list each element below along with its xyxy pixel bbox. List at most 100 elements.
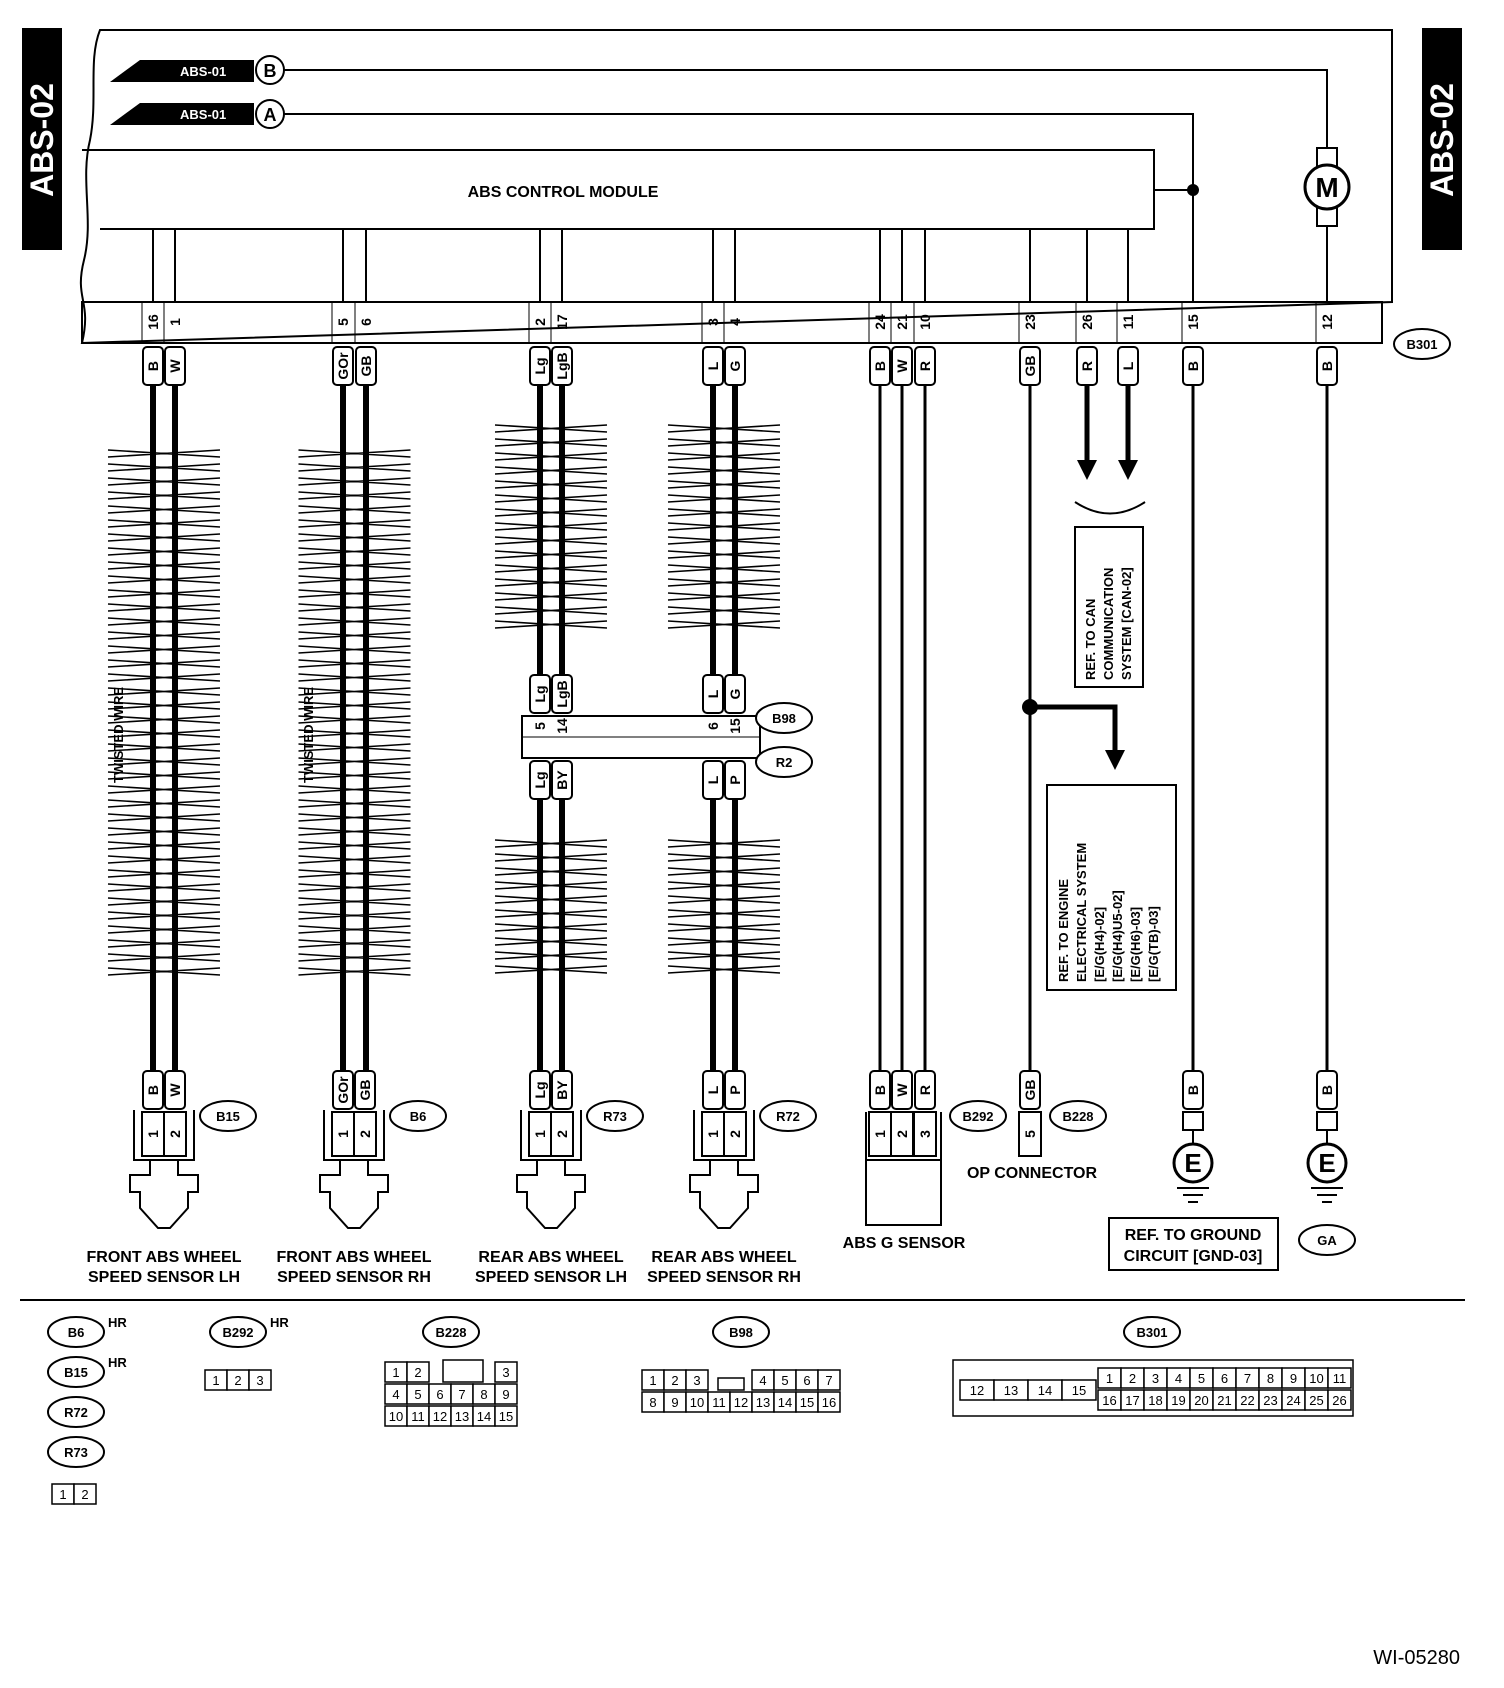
g-sensor-pin-number: 3 <box>917 1130 933 1138</box>
ground-lug <box>1182 1111 1204 1131</box>
legend-b301-pin-number: 9 <box>1290 1371 1297 1386</box>
r2-tag: R2 <box>755 746 813 778</box>
legend-b292-pin-number: 2 <box>234 1373 241 1388</box>
op-pin-number: 5 <box>1022 1130 1038 1138</box>
legend-b98-pin-number: 11 <box>712 1395 726 1410</box>
legend-b228-pin-number: 2 <box>414 1365 421 1380</box>
b301-pin-number: 21 <box>894 314 910 330</box>
op-connector-name: OP CONNECTOR <box>967 1165 1098 1182</box>
b301-pin-number: 4 <box>727 318 743 326</box>
legend-b301-pin <box>1327 1389 1352 1411</box>
legend-b301-pin-number: 26 <box>1332 1393 1346 1408</box>
sensor-pin-number: 2 <box>167 1130 183 1138</box>
sensor-wire-color-box <box>164 1070 186 1110</box>
intermediate-color-tag-box <box>702 760 724 800</box>
legend-b98-pin-number: 5 <box>781 1373 788 1388</box>
wire-color-tag: G <box>727 360 743 371</box>
legend-b228-pin-number: 12 <box>433 1409 447 1424</box>
intermediate-color-tag: LgB <box>554 680 570 707</box>
sensor-pin-cell <box>550 1111 574 1157</box>
figure-id: WI-05280 <box>1373 1647 1460 1669</box>
op-wire-color-box <box>1019 1070 1041 1110</box>
legend-b301-pin <box>1327 1367 1352 1389</box>
hr-note: HR <box>270 1315 289 1330</box>
svg-text:CIRCUIT [GND-03]: CIRCUIT [GND-03] <box>1124 1248 1263 1265</box>
intermediate-color-tag: BY <box>554 770 570 790</box>
sensor-name: REAR ABS WHEEL <box>478 1249 623 1266</box>
b301-pin-number: 23 <box>1022 314 1038 330</box>
g-sensor-name: ABS G SENSOR <box>843 1235 966 1252</box>
motor-symbol: M <box>1303 147 1351 227</box>
wire-color-tag-box <box>1019 346 1041 386</box>
b301-pin-number: 1 <box>167 318 183 326</box>
sensor-pin-number: 1 <box>532 1130 548 1138</box>
wire-color-tag-box <box>1117 346 1139 386</box>
can-reference: REF. TO CAN COMMUNICATION SYSTEM [CAN-02… <box>1074 501 1146 688</box>
intermediate-color-tag: G <box>727 688 743 699</box>
sensor-wire-color-box <box>702 1070 724 1110</box>
sensor-wire-color: L <box>705 1085 721 1094</box>
wire-color-tag: W <box>167 359 183 373</box>
wire-color-tag: Lg <box>532 357 548 374</box>
legend-b228-pin-number: 7 <box>458 1387 465 1402</box>
legend-b301-pin-number: 7 <box>1244 1371 1251 1386</box>
sensor-wire-color: BY <box>554 1080 570 1100</box>
svg-text:REF. TO CAN: REF. TO CAN <box>1083 599 1098 680</box>
legend-b98-pin-number: 6 <box>803 1373 810 1388</box>
legend-b228-pin-number: 15 <box>499 1409 513 1424</box>
ground-wire-color-box <box>1182 1070 1204 1110</box>
wire-color-tag-box <box>164 346 186 386</box>
sensor-wire-color: B <box>145 1085 161 1095</box>
intermediate-color-tag-box <box>529 674 551 714</box>
legend-b98-pin-number: 1 <box>649 1373 656 1388</box>
legend-b301-pin-number: 12 <box>970 1383 984 1398</box>
sensor-connector-tag <box>199 1100 257 1132</box>
b301-pin-number: 17 <box>554 314 570 330</box>
legend-b228-key <box>442 1359 484 1383</box>
legend-connector-tag <box>47 1436 105 1468</box>
g-sensor-connector-id: B292 <box>962 1109 993 1124</box>
sensor-pin-number: 2 <box>554 1130 570 1138</box>
legend-b301-pin-number: 24 <box>1286 1393 1300 1408</box>
g-sensor-body <box>865 1159 942 1226</box>
sensor-wire-color-box <box>551 1070 573 1110</box>
intermediate-color-tag: Lg <box>532 685 548 702</box>
legend-b301-pin-number: 1 <box>1106 1371 1113 1386</box>
ga-ground-tag: GA <box>1298 1224 1356 1256</box>
intermediate-pin-number: 5 <box>532 722 548 730</box>
legend-small-pin <box>73 1483 97 1505</box>
intermediate-pin-number: 14 <box>554 718 570 734</box>
legend-b98-key <box>717 1377 745 1391</box>
legend-b292-tag <box>209 1316 267 1348</box>
legend-b228-pin-number: 5 <box>414 1387 421 1402</box>
ground-lug <box>1316 1111 1338 1131</box>
legend-b301-pin-number: 16 <box>1102 1393 1116 1408</box>
wire-color-tag: B <box>1319 361 1335 371</box>
sensor-wire-color-box <box>724 1070 746 1110</box>
legend-b301-pin-number: 15 <box>1072 1383 1086 1398</box>
sensor-pin-number: 1 <box>145 1130 161 1138</box>
legend-b98-pin-number: 4 <box>759 1373 766 1388</box>
b301-pin-number: 6 <box>358 318 374 326</box>
wire-color-tag-box <box>332 346 354 386</box>
wire-color-tag-box <box>914 346 936 386</box>
wire-color-tag: GB <box>358 356 374 377</box>
legend-b228-pin-number: 1 <box>392 1365 399 1380</box>
wire-color-tag-box <box>1076 346 1098 386</box>
op-connector-id: B228 <box>1062 1109 1093 1124</box>
sensor-wire-color: P <box>727 1085 743 1094</box>
legend-connector-tag-label: B6 <box>68 1325 85 1340</box>
twisted-wire-label: TWISTED WIRE <box>111 687 126 783</box>
wire-color-tag: L <box>705 361 721 370</box>
legend-b301-pin <box>1061 1379 1097 1401</box>
sensor-wire-color-box <box>354 1070 376 1110</box>
svg-text:ABS-02: ABS-02 <box>24 83 60 197</box>
input-connector-b: ABS-01 B <box>110 55 285 85</box>
ground-wire-color: B <box>1185 1085 1201 1095</box>
sensor-wire-color-box <box>142 1070 164 1110</box>
g-sensor-pin-number: 2 <box>894 1130 910 1138</box>
sensor-name: FRONT ABS WHEEL <box>87 1249 242 1266</box>
